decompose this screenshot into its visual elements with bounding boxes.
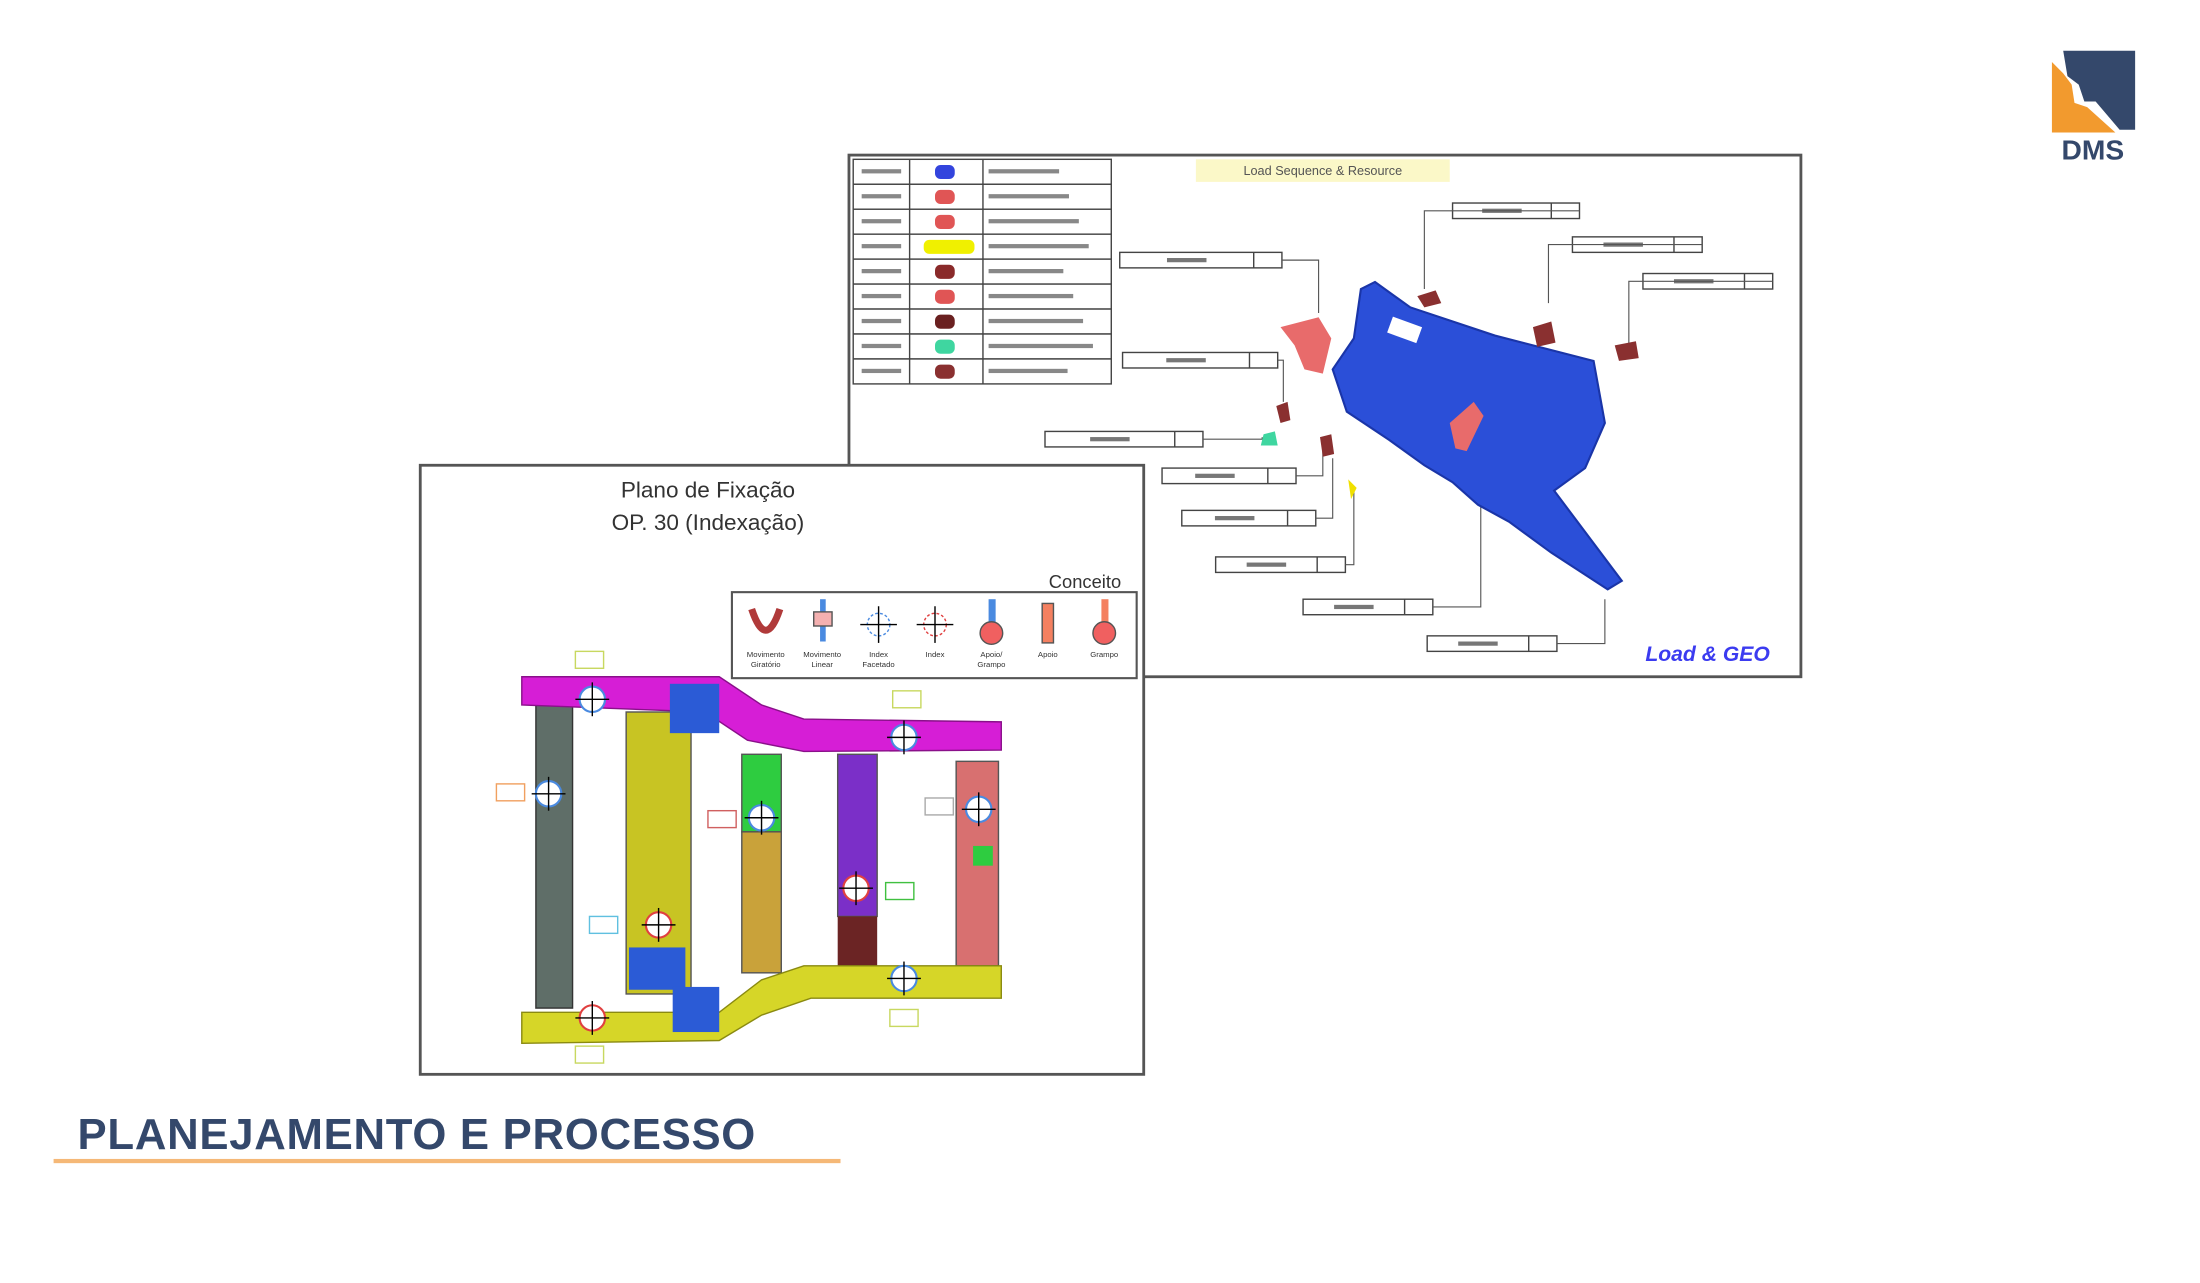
locator-tag (574, 650, 605, 669)
locator-tag (884, 881, 915, 901)
callout-labels (1044, 202, 1774, 653)
locator-tag (495, 783, 526, 802)
callout-label (1181, 458, 1334, 527)
table-row (852, 258, 1112, 285)
part-thumbnail (935, 189, 955, 205)
callout-label (1161, 444, 1324, 485)
locator-tag (924, 797, 955, 816)
locator-marker (839, 871, 873, 906)
header-highlight (1195, 159, 1450, 182)
top-rail (521, 676, 1002, 753)
legend-label: Apoio/ (980, 650, 1003, 659)
locator-marker (887, 961, 921, 996)
part-thumbnail (935, 164, 955, 180)
table-row (852, 208, 1112, 235)
logo-text: DMS (2061, 133, 2124, 165)
locator-tag (574, 1045, 605, 1064)
title-underline (53, 1158, 841, 1164)
legend-title: Conceito (1049, 571, 1121, 592)
part-thumbnail (935, 314, 955, 329)
legend-label: Movimento (747, 650, 785, 659)
table-row (852, 308, 1112, 335)
slide-title: PLANEJAMENTO E PROCESSO (78, 1110, 756, 1159)
load-sequence-header: Load Sequence & Resource (1243, 164, 1402, 178)
locator-tag (891, 690, 922, 709)
locator-marker (744, 800, 779, 835)
part-thumbnail (935, 339, 955, 354)
callout-label (1547, 236, 1703, 304)
fixture-frame-drawing (495, 650, 1002, 1064)
table-row (852, 358, 1112, 385)
bottom-rail (521, 965, 1002, 1045)
legend: MovimentoGiratórioMovimentoLinearIndexFa… (747, 599, 1118, 669)
callout-label (1628, 272, 1774, 346)
locator-marker (961, 792, 996, 827)
load-sequence-panel: Load Sequence & Resource Load & GEO (847, 153, 1803, 679)
legend-label: Linear (811, 660, 833, 669)
support-clamp-icon: Apoio/Grampo (977, 599, 1005, 669)
callout-label (1121, 351, 1284, 402)
locator-tag (889, 1008, 919, 1028)
part-thumbnail (935, 364, 955, 379)
part-thumbnail (923, 239, 975, 254)
part-thumbnail (935, 289, 955, 304)
logo-navy-shape (2063, 50, 2136, 130)
legend-label: Movimento (803, 650, 841, 659)
locator-marker (575, 682, 610, 717)
bracket-part (1280, 317, 1332, 374)
locator-tag (588, 915, 619, 935)
callout-label (1044, 430, 1263, 448)
table-row (852, 158, 1112, 185)
locator-marker (575, 1001, 610, 1035)
fixture-plan-panel: Plano de Fixação OP. 30 (Indexação) Conc… (418, 463, 1146, 1076)
callout-label (1302, 465, 1482, 616)
table-row (852, 283, 1112, 310)
legend-label: Index (869, 650, 888, 659)
part-thumbnail (935, 214, 955, 229)
callout-label (1214, 486, 1355, 574)
locator-marker (641, 907, 676, 942)
support-icon: Apoio (1038, 602, 1058, 659)
fixture-plan-subtitle: OP. 30 (Indexação) (612, 510, 805, 535)
locator-marker (887, 720, 921, 755)
logo-orange-shape (2051, 62, 2116, 133)
part-thumbnail (935, 264, 955, 279)
fixture-plan-title: Plano de Fixação (621, 478, 795, 503)
table-row (852, 233, 1112, 260)
legend-label: Grampo (977, 660, 1005, 669)
dms-logo: DMS (2051, 50, 2136, 165)
clamp-icon: Grampo (1090, 599, 1118, 659)
table-row (852, 183, 1112, 210)
legend-label: Grampo (1090, 650, 1118, 659)
dash-panel-part (1331, 280, 1624, 591)
table-row (852, 333, 1112, 360)
locator-tag (707, 809, 737, 829)
locator-marker (531, 776, 566, 811)
legend-label: Facetado (862, 660, 894, 669)
legend-label: Apoio (1038, 650, 1058, 659)
index-icon: Index (916, 606, 954, 659)
load-geo-label: Load & GEO (1645, 643, 1770, 666)
callout-label (1426, 599, 1606, 653)
legend-label: Giratório (751, 660, 781, 669)
callout-label (1119, 251, 1320, 313)
legend-label: Index (926, 650, 945, 659)
parts-table (852, 158, 1112, 385)
callout-label (1423, 202, 1581, 290)
